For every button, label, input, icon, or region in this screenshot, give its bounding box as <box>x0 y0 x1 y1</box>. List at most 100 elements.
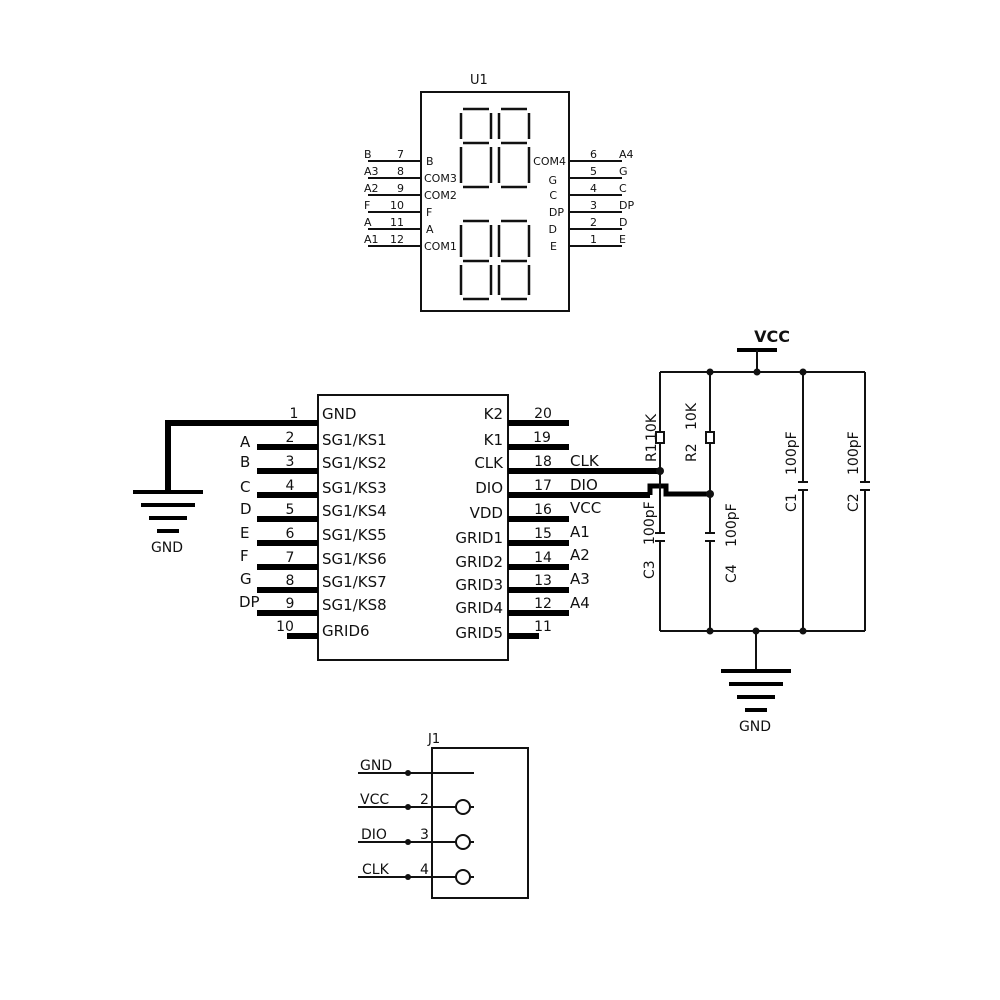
resistor-r1: R1 10K <box>644 372 665 471</box>
disp-net-label: A4 <box>619 148 634 161</box>
r2-ref: R2 <box>684 443 700 462</box>
c4-ref: C4 <box>724 564 740 583</box>
display-ref: U1 <box>470 73 488 88</box>
connector-j1: J1 GND VCC 2 DIO 3 CLK 4 <box>358 732 529 899</box>
ic-pin-name: K2 <box>484 405 503 423</box>
disp-pin-name: F <box>426 206 432 219</box>
ic-pin-number: 11 <box>534 619 552 635</box>
ic-pin-name: GRID2 <box>455 553 503 571</box>
ic-pin-name: GND <box>322 405 356 423</box>
disp-pin-number: 11 <box>390 216 404 229</box>
ic-pin-name: DIO <box>475 479 503 497</box>
ic-net-label: DP <box>239 593 260 611</box>
ic-pin-name: CLK <box>474 454 504 472</box>
disp-pin-number: 8 <box>397 165 404 178</box>
ic-pin-number: 17 <box>534 478 552 494</box>
j1-pin-number: 3 <box>420 827 429 843</box>
ic-pin-number: 13 <box>534 573 552 589</box>
vcc-label: VCC <box>754 327 790 346</box>
disp-pin-name: DP <box>549 206 564 219</box>
disp-net-label: B <box>364 148 372 161</box>
ic-pin-name: GRID4 <box>455 599 503 617</box>
ic-pin-name: SG1/KS7 <box>322 573 387 591</box>
ic-net-label: F <box>240 547 249 565</box>
ic-pin-number: 6 <box>286 526 295 542</box>
ic-pin-name: VDD <box>470 504 503 522</box>
r1-value: 10K <box>644 413 660 441</box>
ic-pin-number: 7 <box>286 550 295 566</box>
ic-net-label: DIO <box>570 476 598 494</box>
ic-net-label: E <box>240 524 249 542</box>
disp-pin-number: 5 <box>590 165 597 178</box>
j1-net-label: DIO <box>361 827 387 843</box>
disp-net-label: DP <box>619 199 634 212</box>
ic-net-label: A1 <box>570 523 590 541</box>
rc-network: VCC R1 10K C3 100pF <box>642 327 870 735</box>
j1-pin-number: 4 <box>420 862 429 878</box>
ic-net-label: A3 <box>570 570 590 588</box>
ic-net-label: VCC <box>570 499 601 517</box>
disp-pin-name: C <box>549 189 557 202</box>
capacitor-c4: C4 100pF <box>705 494 740 631</box>
capacitor-c1: C1 100pF <box>784 372 808 631</box>
capacitor-c3: C3 100pF <box>642 471 665 631</box>
disp-pin-name: COM1 <box>424 240 457 253</box>
disp-pin-name: B <box>426 155 434 168</box>
gnd-label-right: GND <box>739 719 771 735</box>
display-u1: U1 B A3 <box>364 73 634 312</box>
ic-left-pins: 1 2 3 4 5 6 7 8 9 10 A B C D E F G DP GN… <box>239 405 387 640</box>
r2-value: 10K <box>684 402 700 430</box>
digit-3 <box>459 219 493 301</box>
j1-net-label: GND <box>360 758 392 774</box>
ic-pin-number: 10 <box>276 619 294 635</box>
disp-pin-name: E <box>550 240 557 253</box>
ic-pin-number: 16 <box>534 502 552 518</box>
c4-value: 100pF <box>724 503 740 547</box>
gnd-label-left: GND <box>151 540 183 556</box>
ic-pin-name: GRID3 <box>455 576 503 594</box>
disp-pin-name: A <box>426 223 434 236</box>
connector-body <box>431 747 529 899</box>
ic-net-label: G <box>240 570 252 588</box>
c3-value: 100pF <box>642 501 658 545</box>
disp-net-label: A1 <box>364 233 379 246</box>
ic-pin-number: 4 <box>286 478 295 494</box>
disp-net-label: G <box>619 165 628 178</box>
disp-pin-number: 7 <box>397 148 404 161</box>
ic-pin-name: SG1/KS2 <box>322 454 387 472</box>
ic-pin-number: 18 <box>534 454 552 470</box>
ic-pin-name: SG1/KS3 <box>322 479 387 497</box>
disp-net-label: C <box>619 182 627 195</box>
ic-pin-number: 2 <box>286 430 295 446</box>
disp-net-label: A3 <box>364 165 379 178</box>
ic-pin-number: 1 <box>290 406 299 422</box>
ic-pin-number: 19 <box>533 430 551 446</box>
ic-pin-number: 12 <box>534 596 552 612</box>
disp-net-label: F <box>364 199 370 212</box>
ic-net-label: A <box>240 433 251 451</box>
disp-pin-number: 9 <box>397 182 404 195</box>
ic-net-label: A4 <box>570 594 590 612</box>
connector-ref: J1 <box>427 732 440 747</box>
disp-net-label: E <box>619 233 626 246</box>
c2-value: 100pF <box>846 431 862 475</box>
j1-net-label: CLK <box>362 862 390 878</box>
disp-pin-number: 6 <box>590 148 597 161</box>
disp-pin-number: 3 <box>590 199 597 212</box>
ic-pin-number: 8 <box>286 573 295 589</box>
display-left-pins: B A3 A2 F A A1 7 8 9 10 11 12 B COM3 COM… <box>364 148 457 253</box>
ic-pin-name: SG1/KS8 <box>322 596 387 614</box>
ic-pin-name: SG1/KS5 <box>322 526 387 544</box>
ic-net-label: A2 <box>570 546 590 564</box>
r1-ref: R1 <box>644 443 660 462</box>
ic-pin-name: SG1/KS6 <box>322 550 387 568</box>
display-right-pins: A4 G C DP D E 6 5 4 3 2 1 COM4 G C DP D … <box>533 148 634 253</box>
ic-pin-name: GRID6 <box>322 622 370 640</box>
ic-net-label: B <box>240 453 250 471</box>
disp-pin-number: 1 <box>590 233 597 246</box>
ic-net-label: CLK <box>570 452 600 470</box>
disp-pin-name: COM4 <box>533 155 566 168</box>
ic-pin-number: 15 <box>534 526 552 542</box>
j1-pin-number: 2 <box>420 792 429 808</box>
